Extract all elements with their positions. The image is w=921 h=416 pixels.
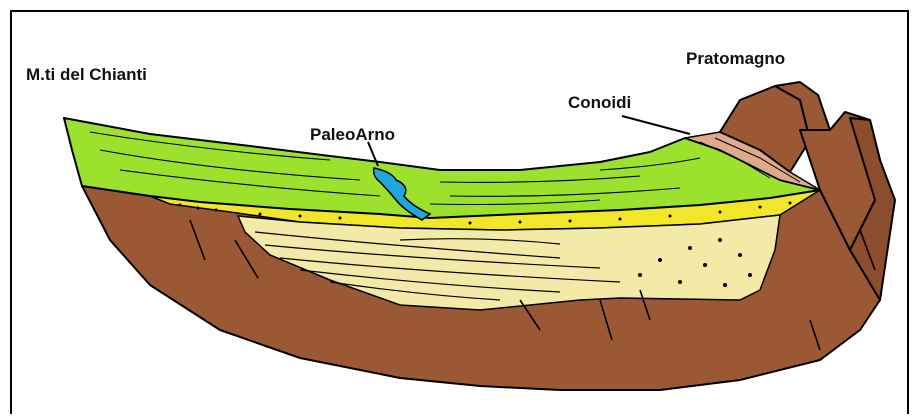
label-paleoarno: PaleoArno (310, 125, 395, 144)
conoidi-leader-line (622, 116, 690, 134)
label-chianti: M.ti del Chianti (26, 65, 147, 84)
label-conoidi: Conoidi (568, 93, 631, 112)
label-pratomagno: Pratomagno (686, 49, 785, 68)
